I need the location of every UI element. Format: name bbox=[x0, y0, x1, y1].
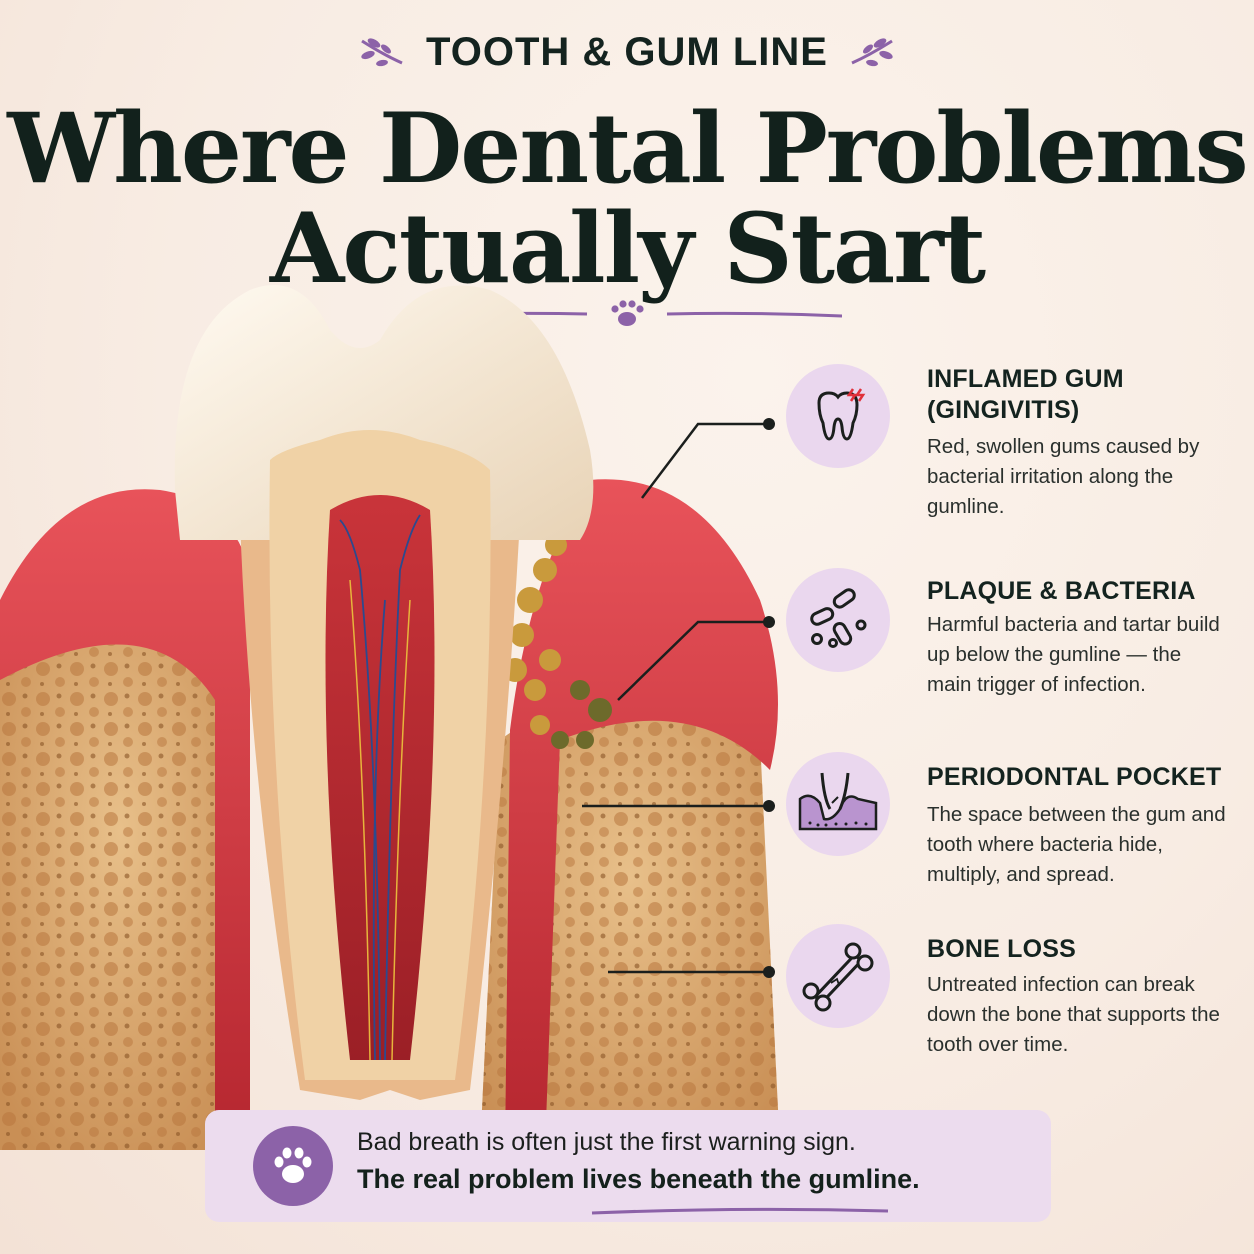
page-title-line1: Where Dental Problems bbox=[7, 92, 1248, 205]
kicker-row: TOOTH & GUM LINE bbox=[0, 30, 1254, 75]
callout-title: INFLAMED GUM (GINGIVITIS) bbox=[927, 365, 1124, 424]
callout-description: Harmful bacteria and tartar build up bel… bbox=[927, 613, 1220, 696]
warning-banner: Bad breath is often just the first warni… bbox=[205, 1110, 1051, 1222]
banner-icon-circle bbox=[253, 1126, 333, 1206]
bone-icon-circle bbox=[786, 924, 890, 1028]
callout-bone-loss: BONE LOSS Untreated infection can break … bbox=[786, 924, 1226, 1084]
callout-periodontal-pocket: PERIODONTAL POCKET The space between the… bbox=[786, 752, 1226, 912]
banner-line1: Bad breath is often just the first warni… bbox=[357, 1128, 856, 1156]
banner-underline bbox=[591, 1207, 889, 1215]
callout-title: PLAQUE & BACTERIA bbox=[927, 577, 1196, 605]
callout-title: BONE LOSS bbox=[927, 935, 1077, 963]
bone-icon bbox=[802, 942, 874, 1012]
callout-title: PERIODONTAL POCKET bbox=[927, 763, 1222, 791]
callout-plaque-bacteria: PLAQUE & BACTERIA Harmful bacteria and t… bbox=[786, 568, 1226, 728]
callout-inflamed-gum: INFLAMED GUM (GINGIVITIS) Red, swollen g… bbox=[786, 364, 1226, 524]
page-title-line2: Actually Start bbox=[269, 192, 986, 305]
kicker-label: TOOTH & GUM LINE bbox=[426, 30, 828, 74]
callout-description: Red, swollen gums caused by bacterial ir… bbox=[927, 435, 1200, 518]
bacteria-icon-circle bbox=[786, 568, 890, 672]
inflamed-tooth-icon bbox=[817, 388, 866, 441]
periodontal-pocket-icon bbox=[798, 772, 878, 831]
tooth-cross-section-illustration bbox=[0, 285, 780, 1150]
inflamed-tooth-icon-circle bbox=[786, 364, 890, 468]
right-sprig-icon bbox=[851, 37, 893, 66]
bacteria-icon bbox=[810, 588, 867, 648]
periodontal-pocket-icon-circle bbox=[786, 752, 890, 856]
paw-icon bbox=[611, 300, 644, 326]
callout-description: The space between the gum and tooth wher… bbox=[927, 803, 1226, 886]
paw-icon bbox=[274, 1147, 312, 1183]
left-sprig-icon bbox=[361, 37, 403, 66]
callout-description: Untreated infection can break down the b… bbox=[927, 973, 1220, 1056]
banner-line2: The real problem lives beneath the gumli… bbox=[357, 1164, 920, 1194]
